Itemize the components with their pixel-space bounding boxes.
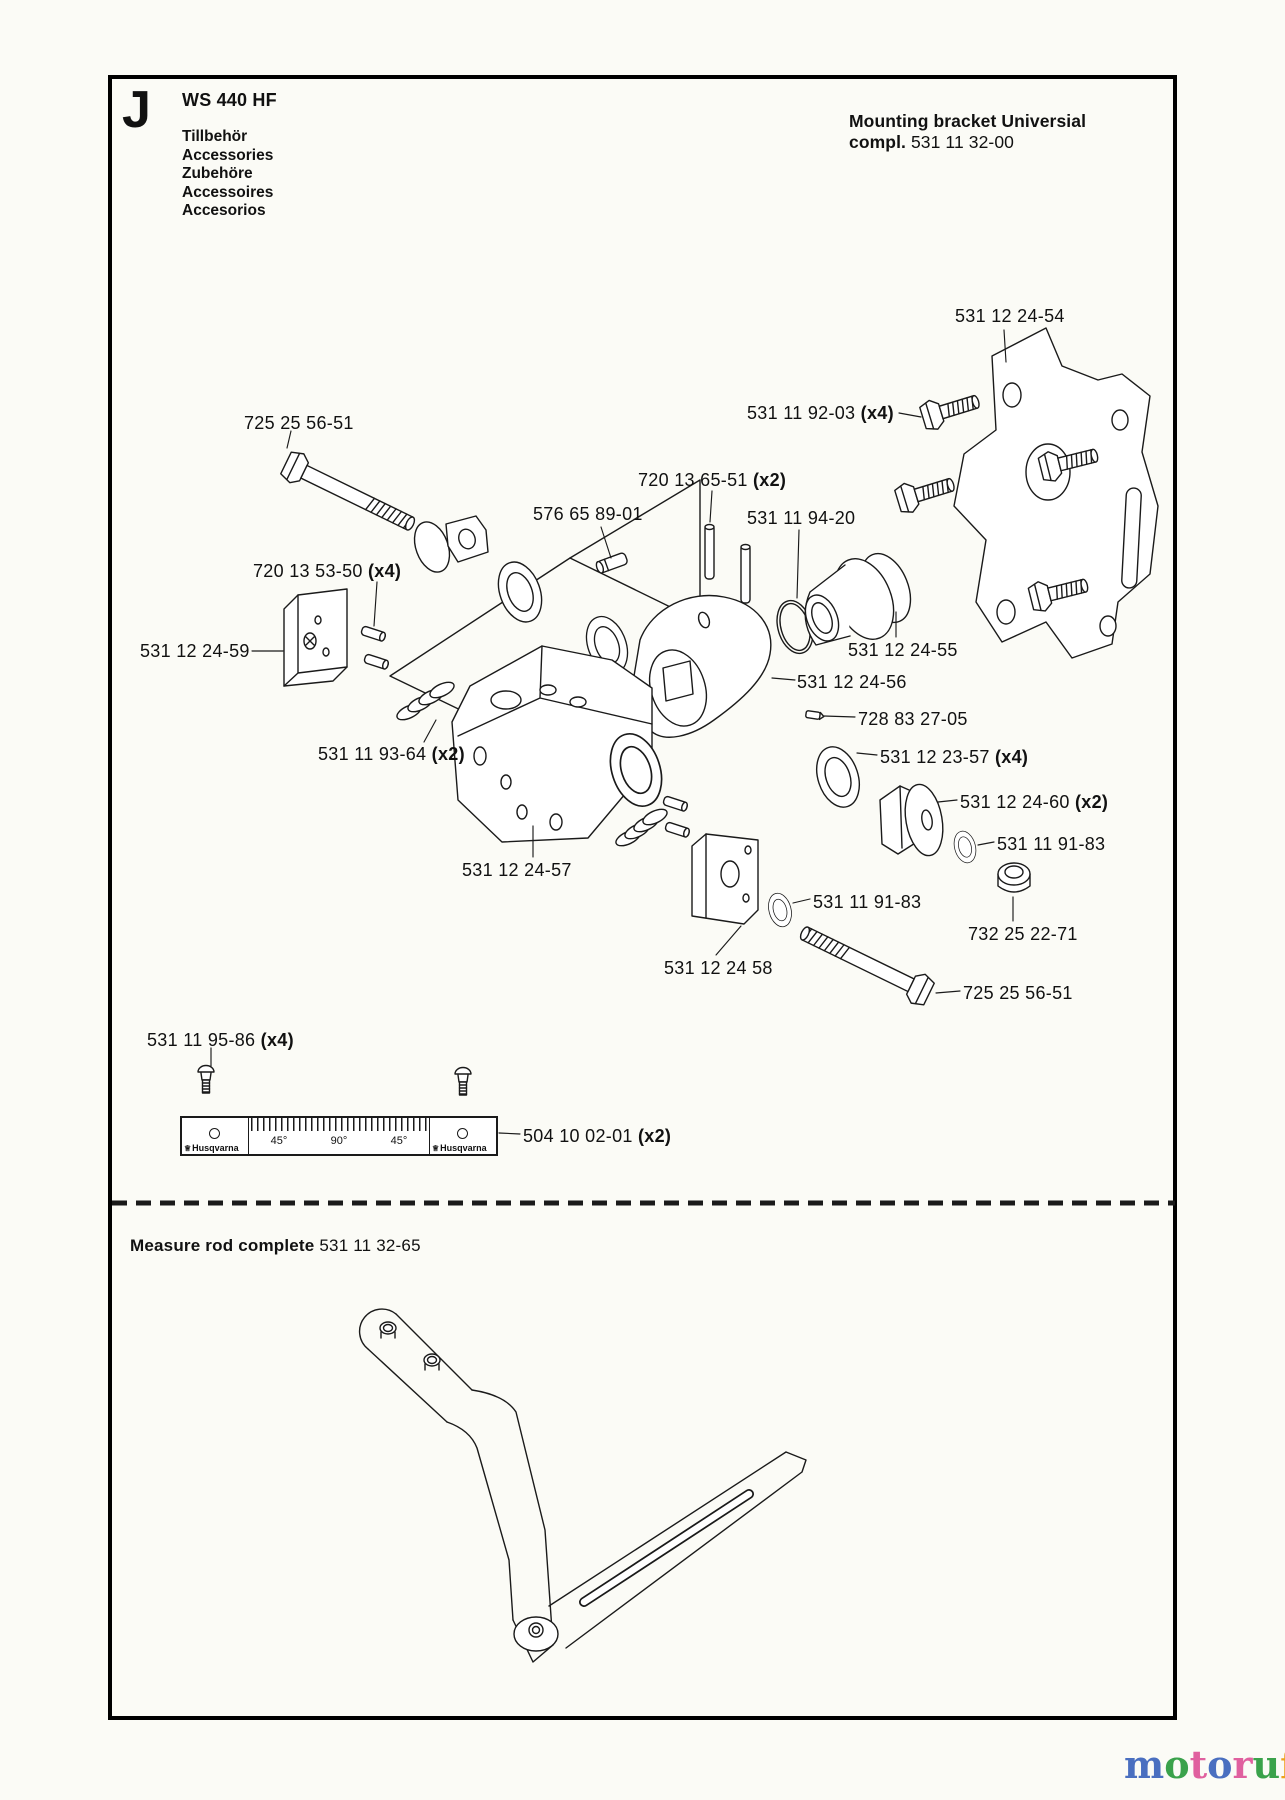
measure-rod-part-number: 531 11 32-65 (319, 1236, 421, 1255)
part-number-label: 732 25 22-71 (968, 924, 1078, 944)
angle-label: 45° (270, 1135, 288, 1147)
language-list: Tillbehör Accessories Zubehöre Accessoir… (182, 128, 273, 221)
part-number-label: 531 12 24-55 (848, 640, 958, 660)
part-number-label: 504 10 02-01 (x2) (523, 1126, 672, 1146)
angle-label: 90° (330, 1135, 348, 1147)
assembly-compl-label: compl. (849, 132, 906, 152)
part-number-label: 531 12 24-60 (x2) (960, 792, 1109, 812)
part-number-label: 728 83 27-05 (858, 709, 968, 729)
part-number-label: 531 11 95-86 (x4) (147, 1030, 294, 1050)
degree-scale-plate: ♕Husqvarna 45° 90° 45° ♕Husqvarna (180, 1116, 498, 1156)
part-number-label: 725 25 56-51 (244, 413, 354, 433)
ruler-scale: 45° 90° 45° (249, 1118, 429, 1154)
page-border-frame (108, 75, 1177, 1720)
language-item: Tillbehör (182, 128, 248, 145)
husqvarna-logo: ♕Husqvarna (184, 1143, 239, 1153)
ruler-hole (457, 1128, 468, 1139)
part-number-label: 531 12 24-57 (462, 860, 572, 880)
language-item: Zubehöre (182, 165, 253, 182)
language-item: Accesorios (182, 202, 266, 219)
husqvarna-crown-icon: ♕ (184, 1144, 192, 1153)
language-item: Accessoires (182, 183, 274, 201)
husqvarna-crown-icon: ♕ (432, 1144, 440, 1153)
husqvarna-brand-text: Husqvarna (440, 1143, 487, 1153)
part-number-label: 725 25 56-51 (963, 983, 1073, 1003)
part-number-label: 720 13 65-51 (x2) (638, 470, 787, 490)
part-number-label: 576 65 89-01 (533, 504, 643, 524)
language-item: Accessories (182, 146, 274, 164)
ruler-left-end: ♕Husqvarna (182, 1118, 249, 1154)
ruler-ticks (251, 1118, 427, 1131)
assembly-title: Mounting bracket Universial compl. 531 1… (849, 111, 1086, 153)
part-number-label: 531 11 94-20 (747, 508, 856, 528)
part-number-label: 531 12 24-54 (955, 306, 1065, 326)
part-number-label: 531 11 92-03 (x4) (747, 403, 894, 423)
part-number-label: 531 11 91-83 (813, 892, 922, 912)
angle-label: 45° (390, 1135, 408, 1147)
ruler-angle-labels: 45° 90° 45° (249, 1135, 429, 1147)
motoruf-logo-text: motoruf (1124, 1742, 1285, 1787)
assembly-name: Mounting bracket Universial (849, 111, 1087, 131)
measure-rod-title: Measure rod complete (130, 1236, 315, 1255)
motoruf-watermark: motoruf.de (1124, 1744, 1285, 1793)
ruler-right-end: ♕Husqvarna (429, 1118, 496, 1154)
part-number-label: 531 11 93-64 (x2) (318, 744, 465, 764)
model-title: WS 440 HF (182, 90, 277, 110)
husqvarna-brand-text: Husqvarna (192, 1143, 239, 1153)
part-number-label: 531 12 24-59 (140, 641, 250, 661)
husqvarna-logo: ♕Husqvarna (432, 1143, 487, 1153)
part-number-label: 531 12 24-56 (797, 672, 907, 692)
section-letter: J (122, 81, 151, 139)
ruler-hole (209, 1128, 220, 1139)
part-number-label: 531 12 24 58 (664, 958, 773, 978)
part-number-label: 720 13 53-50 (x4) (253, 561, 402, 581)
part-number-label: 531 12 23-57 (x4) (880, 747, 1029, 767)
measure-rod-caption: Measure rod complete 531 11 32-65 (130, 1236, 421, 1256)
part-number-label: 531 11 91-83 (997, 834, 1106, 854)
assembly-part-number: 531 11 32-00 (910, 132, 1015, 152)
